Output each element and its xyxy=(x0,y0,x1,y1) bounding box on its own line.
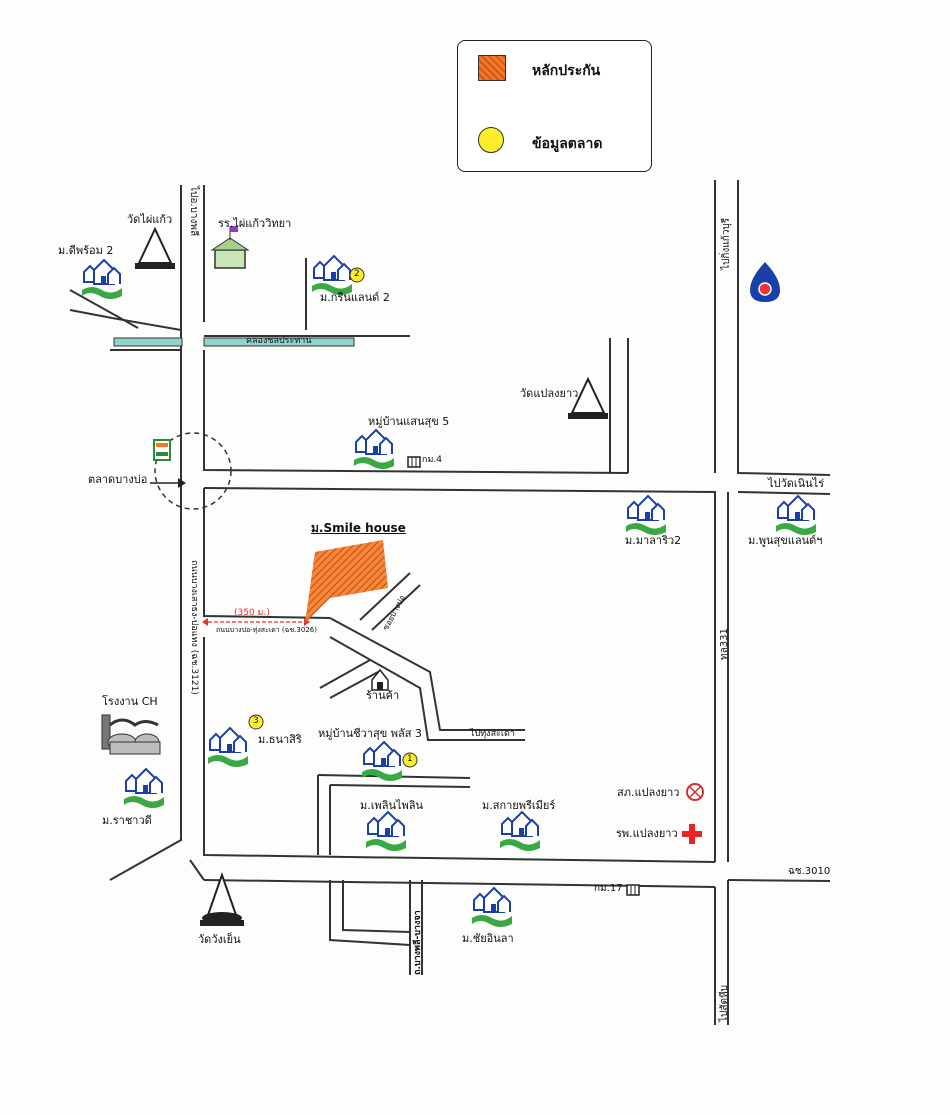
m-deephrom-house-icon xyxy=(81,259,123,300)
canal-segment-east xyxy=(203,337,355,347)
m-sakai-label: ม.สกายพรีเมียร์ xyxy=(482,799,556,812)
road-label-to-sathip: ไปสัตหีบ xyxy=(719,985,730,1022)
km4-label: กม.4 xyxy=(422,455,442,465)
market-marker-3-label: 3 xyxy=(253,716,259,726)
m-greenland-house-icon xyxy=(311,255,353,296)
wat-wangyen-label: วัดวังเย็น xyxy=(198,933,241,946)
police-station-icon xyxy=(686,783,704,801)
factory-label: โรงงาน CH xyxy=(102,695,158,708)
market-marker-1-label: 1 xyxy=(407,754,413,764)
road-label-to-thung: ไปทุ่งสะเดา xyxy=(470,729,515,739)
m-deephrom-label: ม.ดีพร้อม 2 xyxy=(58,244,114,257)
m-marari-label: ม.มาลาริว2 xyxy=(625,534,682,547)
distance-arrow-icon xyxy=(202,618,310,626)
m-saensuk-house-icon xyxy=(353,429,395,470)
m-chaiyintra-house-icon xyxy=(471,887,513,928)
map-legend: หลักประกัน ข้อมูลตลาด xyxy=(457,40,652,172)
legend-market-label: ข้อมูลตลาด xyxy=(532,136,603,152)
market-marker-2 xyxy=(349,267,365,283)
wat-wangyen-icon xyxy=(200,871,244,926)
m-thanasiri-house-icon xyxy=(207,727,249,768)
shop-icon xyxy=(371,668,389,691)
legend-collateral-label: หลักประกัน xyxy=(532,63,601,79)
market-marker-1 xyxy=(402,752,418,768)
m-ratchawadee-house-icon xyxy=(123,768,165,809)
subject-distance: (350 ม.) xyxy=(234,608,270,618)
gas-station-icon xyxy=(750,262,780,302)
market-bangbo-label: ตลาดบางบ่อ xyxy=(88,473,148,486)
roads xyxy=(69,180,831,1025)
hospital-label: รพ.แปลงยาว xyxy=(616,827,678,840)
canal-segment-west xyxy=(113,337,183,347)
school-label: รร.ไผ่แก้ววิทยา xyxy=(218,217,292,230)
wat-phai-kaew-label: วัดไผ่แก้ว xyxy=(127,213,173,226)
wat-phai-kaew-icon xyxy=(134,228,176,270)
hospital-icon xyxy=(682,824,702,844)
market-data-swatch-icon xyxy=(478,127,504,153)
market-marker-3 xyxy=(248,714,264,730)
m-greenland-label: ม.กรีนแลนด์ 2 xyxy=(320,291,390,304)
road-label-tl331: ทล331 xyxy=(719,628,730,660)
convenience-store-icon xyxy=(153,439,171,461)
m-poonsuk-label: ม.พูนสุขแลนด์ฯ xyxy=(748,534,823,547)
shop-label: ร้านค้า xyxy=(366,689,400,702)
collateral-swatch-icon xyxy=(478,55,506,81)
m-poonsuk-house-icon xyxy=(775,495,817,536)
market-arrow-icon xyxy=(150,478,186,488)
road-label-main: ถนนบางเสาธง-ปอแทง (ฉช.3121) xyxy=(189,560,199,695)
road-label-to-bangpli: ไปอ.บางพลี xyxy=(188,186,199,237)
m-marari-house-icon xyxy=(625,495,667,536)
market-marker-2-label: 2 xyxy=(354,269,360,279)
km17-marker-icon xyxy=(626,884,640,896)
road-label-pk: ถนนบางปอ-ทุ่งสะเดา (ฉช.3026) xyxy=(216,626,317,634)
collateral-parcel xyxy=(305,540,388,623)
canal-label: คลองชลประทาน xyxy=(246,336,312,346)
intersection-circle xyxy=(154,432,232,510)
road-label-chs3010: ฉช.3010 xyxy=(788,866,831,877)
subject-name: ม.Smile house xyxy=(311,521,406,535)
m-plernplern-house-icon xyxy=(365,811,407,852)
km17-label: กม.17 xyxy=(594,883,623,894)
m-chewasuk-label: หมู่บ้านชีวาสุข พลัส 3 xyxy=(318,727,422,740)
police-label: สภ.แปลงยาว xyxy=(617,786,680,799)
m-chaiyintra-label: ม.ชัยอินลา xyxy=(462,932,514,945)
school-icon xyxy=(210,226,250,269)
wat-plaengyao-label: วัดแปลงยาว xyxy=(520,387,579,400)
road-label-to-kingkaew: ไปกิ่งแก้วบุรี xyxy=(721,217,732,270)
m-plernplern-label: ม.เพลินไพลิน xyxy=(360,799,424,812)
m-ratchawadee-label: ม.ราชาวดี xyxy=(102,814,152,827)
road-label-south: ถ.บางพลี-บางจา xyxy=(413,910,423,975)
km4-marker-icon xyxy=(407,456,421,468)
m-sakai-house-icon xyxy=(499,811,541,852)
m-thanasiri-label: ม.ธนาสิริ xyxy=(258,733,302,746)
m-chewasuk-house-icon xyxy=(361,741,403,782)
road-label-to-wat-nern-rai: ไปวัดเนินไร่ xyxy=(768,477,825,490)
m-saensuk-label: หมู่บ้านแสนสุข 5 xyxy=(368,415,450,428)
factory-icon xyxy=(101,714,161,755)
